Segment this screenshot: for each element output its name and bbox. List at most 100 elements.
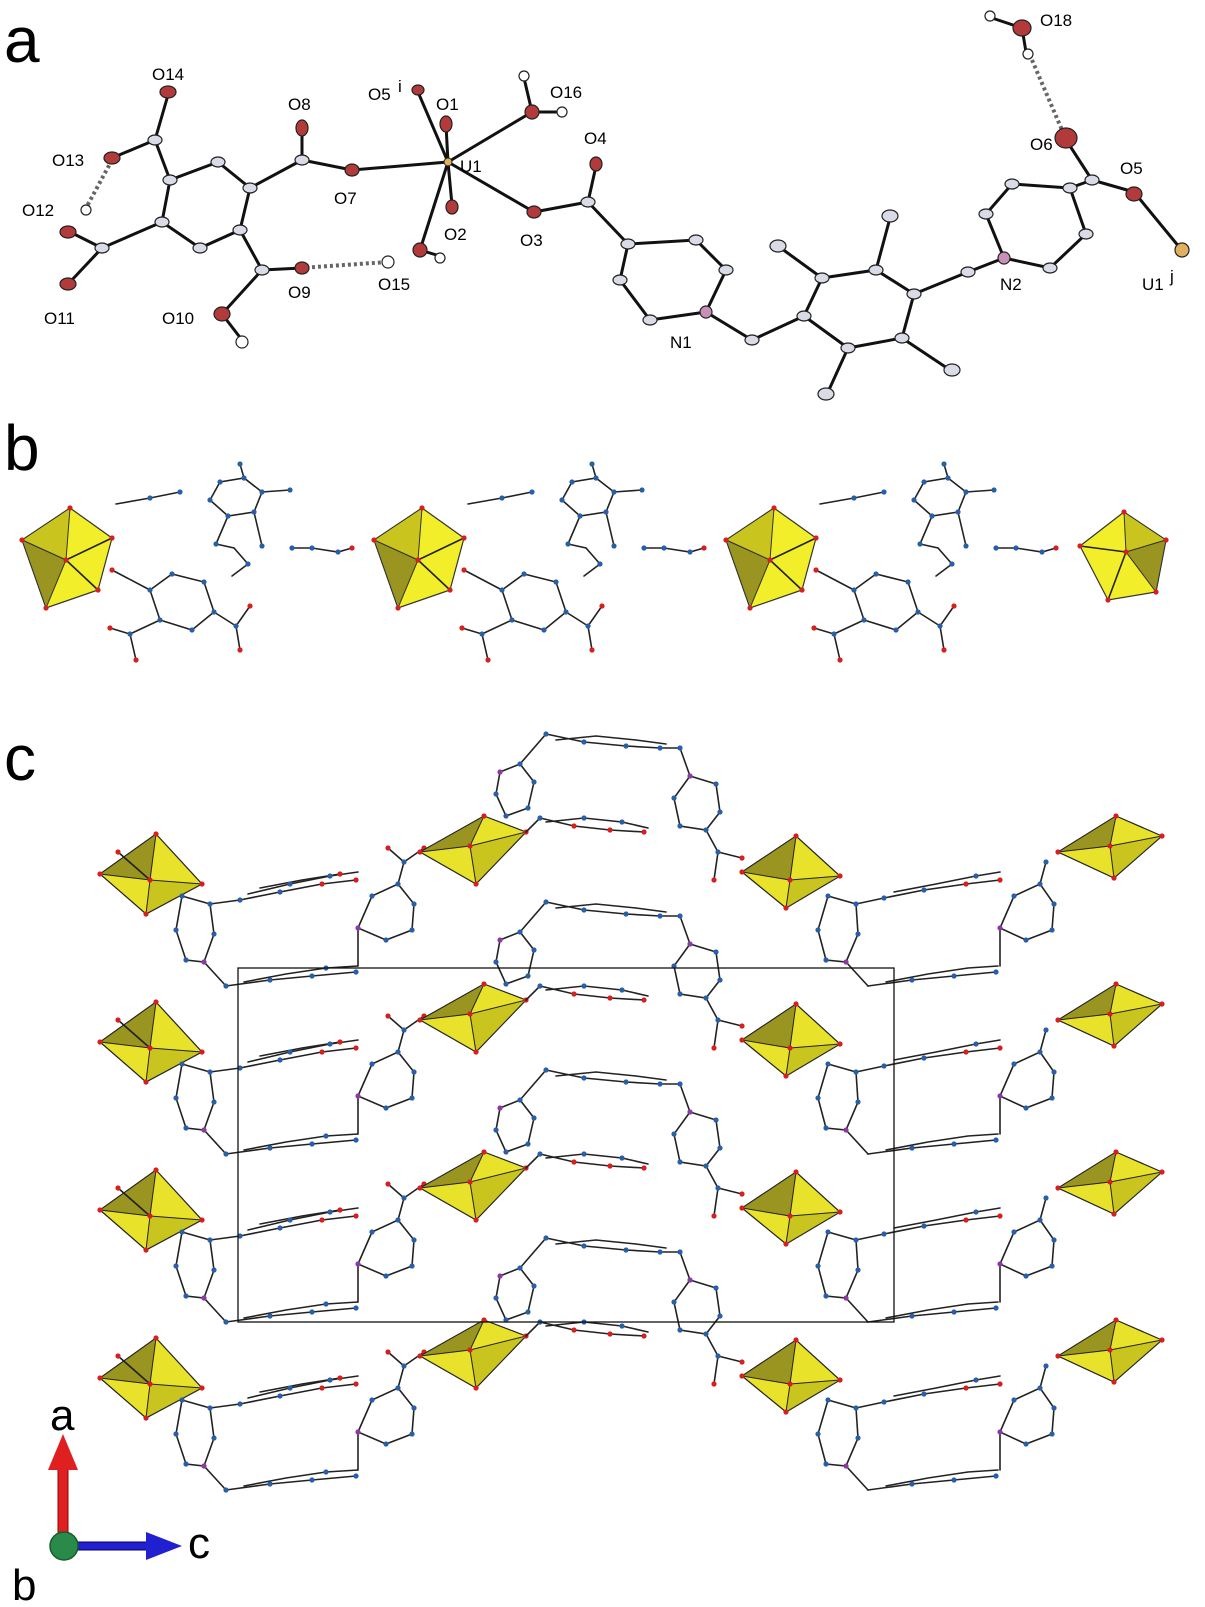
atom-carbon xyxy=(147,134,163,146)
bond-me2 xyxy=(874,216,892,272)
atom-oxygen xyxy=(353,877,359,883)
label-o1: O1 xyxy=(436,95,459,114)
label-u1j: U1 xyxy=(1142,275,1164,294)
atom-oxygen xyxy=(1107,843,1113,849)
axis-c-arrow-shaft xyxy=(67,1541,149,1551)
panel-letter-c: c xyxy=(4,722,36,794)
atom-carbon xyxy=(1051,901,1057,907)
atom-carbon xyxy=(232,224,248,236)
atom-oxygen xyxy=(997,877,1003,883)
atom-carbon xyxy=(921,887,927,893)
atom-oxygen xyxy=(43,605,49,611)
atom-carbon xyxy=(1004,178,1020,190)
atom-oxygen xyxy=(473,881,479,887)
atom-oxygen-o5i xyxy=(411,84,425,96)
atom-carbon xyxy=(825,893,831,899)
polyhedron-edge xyxy=(65,559,99,591)
bond xyxy=(261,489,291,493)
atom-hydrogen xyxy=(556,106,568,118)
atom-carbon xyxy=(881,209,899,223)
atom-carbon xyxy=(259,543,265,549)
atom-carbon xyxy=(657,745,663,751)
atom-oxygen xyxy=(63,557,69,563)
bond-ch2-ring xyxy=(750,314,806,342)
polyhedron-face xyxy=(98,832,157,881)
polyhedron-face xyxy=(145,879,204,915)
atom-hydrogen xyxy=(80,204,92,216)
atom-carbon xyxy=(225,513,231,519)
atom-nitrogen xyxy=(201,959,207,965)
atom-carbon xyxy=(237,897,243,903)
atom-carbon xyxy=(543,731,549,737)
bond xyxy=(679,747,691,777)
atom-carbon xyxy=(241,475,247,481)
atom-oxygen xyxy=(787,877,793,883)
atom-carbon xyxy=(612,274,628,286)
atom-oxygen xyxy=(607,827,613,833)
atom-oxygen-o15 xyxy=(412,242,428,258)
atom-carbon xyxy=(309,973,315,979)
atom-carbon xyxy=(383,937,389,943)
atom-carbon xyxy=(259,489,265,495)
polyhedron-edge xyxy=(117,851,151,881)
atom-carbon xyxy=(580,196,596,208)
atom-oxygen xyxy=(143,911,149,917)
atom-oxygen xyxy=(783,905,789,911)
atom-oxygen-o3 xyxy=(526,205,542,219)
atom-oxygen xyxy=(109,535,115,541)
atom-oxygen xyxy=(641,829,647,835)
atom-carbon xyxy=(192,242,208,254)
atom-carbon xyxy=(287,881,293,887)
axis-c-label: c xyxy=(188,1519,210,1568)
atom-carbon xyxy=(1049,927,1055,933)
atom-nitrogen xyxy=(687,773,693,779)
stacked-ring xyxy=(555,735,667,745)
atom-oxygen xyxy=(153,831,159,837)
atom-carbon xyxy=(169,571,175,577)
bond-c-o6 xyxy=(1068,144,1094,182)
bond xyxy=(213,611,237,627)
atom-oxygen xyxy=(19,537,25,543)
atom-carbon xyxy=(718,264,734,276)
polyhedron-edge xyxy=(1107,551,1127,601)
label-o3: O3 xyxy=(520,231,543,250)
ring-bonds xyxy=(998,882,1055,941)
hydrogen-bonds-a xyxy=(84,59,1064,270)
label-o5: O5 xyxy=(1120,159,1143,178)
atom-labels-a: O14 O13 O12 O11 O8 O7 O5 i O1 U1 O16 O4 … xyxy=(22,11,1174,352)
atom-carbon xyxy=(517,761,523,767)
atom-carbon xyxy=(688,234,704,246)
atom-carbon xyxy=(277,889,283,895)
bond-c-o4 xyxy=(586,164,598,204)
atom-carbon xyxy=(960,266,976,278)
polyhedron-face xyxy=(419,814,486,853)
atom-oxygen xyxy=(385,845,391,851)
atom-carbon xyxy=(201,579,207,585)
atom-oxygen xyxy=(467,843,473,849)
atom-carbon xyxy=(211,609,217,615)
stacked-ring xyxy=(885,965,999,983)
atom-oxygen-o6 xyxy=(1054,127,1078,149)
atom-carbon xyxy=(769,239,787,253)
atom-carbon xyxy=(183,957,189,963)
bond xyxy=(203,961,227,987)
axis-c-arrow-head xyxy=(146,1532,182,1560)
bond-n1-ch2 xyxy=(704,310,754,342)
atom-carbon xyxy=(223,983,229,989)
atom-oxygen xyxy=(147,877,153,883)
atom-nitrogen xyxy=(997,925,1003,931)
bond-c-c9 xyxy=(238,228,264,272)
atom-carbon xyxy=(503,813,509,819)
atom-oxygen xyxy=(1077,543,1083,549)
label-o9: O9 xyxy=(288,283,311,302)
atom-carbon xyxy=(881,895,887,901)
bond-c-c12 xyxy=(100,220,164,250)
atom-carbon xyxy=(581,739,587,745)
atom-oxygen xyxy=(237,647,243,653)
atom-oxygen xyxy=(1105,597,1111,603)
atom-carbon xyxy=(217,479,223,485)
atom-carbon xyxy=(147,495,153,501)
atom-nitrogen-n2 xyxy=(997,251,1011,265)
atom-carbon xyxy=(369,893,375,899)
atom-carbon xyxy=(211,931,217,937)
